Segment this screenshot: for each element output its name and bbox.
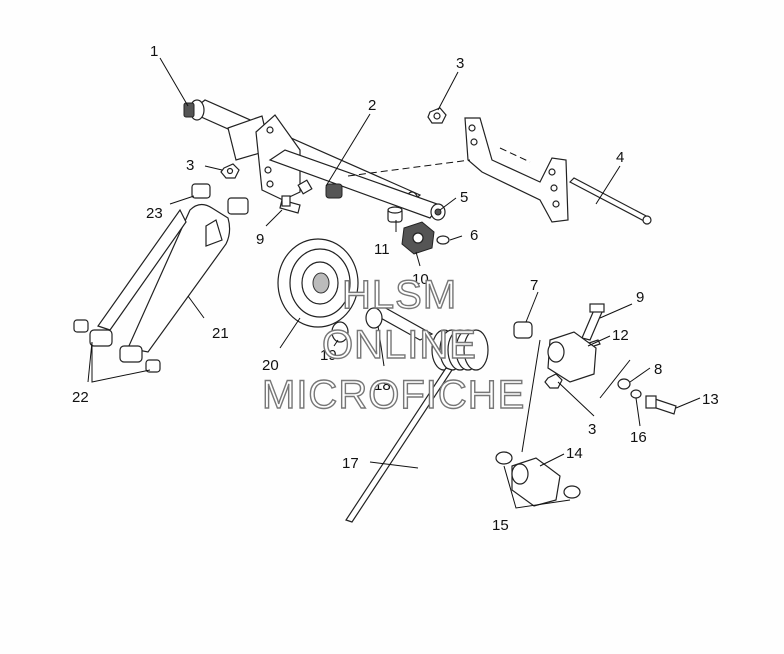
nut-part-3-top (427, 107, 447, 124)
spring-part-17 (345, 329, 489, 523)
callout-6: 6 (470, 227, 478, 244)
callout-1: 1 (150, 43, 158, 60)
bolt-part-9-left (279, 195, 301, 214)
pivot-block-part-14 (511, 457, 561, 507)
callout-4: 4 (616, 149, 624, 166)
callout-7: 7 (530, 277, 538, 294)
callout-12: 12 (612, 327, 629, 344)
callout-15: 15 (492, 517, 509, 534)
callout-10: 10 (412, 271, 429, 288)
nut-part-3-left (220, 163, 240, 179)
callout-14: 14 (566, 445, 583, 462)
block-part-10 (401, 221, 435, 255)
callout-9-left: 9 (256, 231, 264, 248)
callout-13: 13 (702, 391, 719, 408)
callout-16: 16 (630, 429, 647, 446)
callout-20: 20 (262, 357, 279, 374)
leader-lines (87, 57, 701, 509)
callout-3-top: 3 (456, 55, 464, 72)
watermark-line-1: HLSM (342, 273, 457, 317)
callout-18: 18 (374, 377, 391, 394)
callout-17: 17 (342, 455, 359, 472)
bolt-part-13 (645, 395, 677, 415)
bushing-part-22 (73, 319, 161, 373)
callout-21: 21 (212, 325, 229, 342)
wheel-part-20 (277, 238, 359, 328)
bracket-part-4 (464, 117, 569, 223)
callout-23: 23 (146, 205, 163, 222)
rod-part-4 (568, 177, 652, 225)
callout-3-right: 3 (588, 421, 596, 438)
nut-part-3-right (544, 373, 563, 389)
callout-22: 22 (72, 389, 89, 406)
sleeve-part-18 (365, 305, 434, 341)
watermark-line-2: ONLINE (322, 323, 477, 367)
bushing-part-15 (495, 451, 581, 499)
watermark-line-3: MICROFICHE (262, 373, 525, 417)
pivot-block-right (547, 331, 597, 383)
callout-2: 2 (368, 97, 376, 114)
watermark: HLSM ONLINE MICROFICHE (261, 272, 525, 417)
callout-labels: 1 2 3 3 3 4 5 6 7 8 9 9 10 11 12 13 14 1… (72, 43, 719, 534)
washer-part-16 (630, 389, 642, 399)
bushing-part-23 (191, 183, 249, 215)
callout-5: 5 (460, 189, 468, 206)
callout-19: 19 (320, 347, 337, 364)
bolt-part-9-right (581, 303, 605, 341)
arm-tube-part-5 (268, 149, 446, 221)
callout-11: 11 (374, 241, 390, 258)
ring-part-19 (331, 321, 349, 343)
callout-8: 8 (654, 361, 662, 378)
link-arm-part-21 (97, 203, 231, 353)
nut-part-2 (297, 179, 343, 199)
bushing-part-7 (513, 321, 533, 339)
callout-9-right: 9 (636, 289, 644, 306)
washer-part-8 (617, 378, 631, 390)
callout-3-left: 3 (186, 157, 194, 174)
bushing-part-11 (387, 206, 403, 223)
part-6-clip (436, 235, 450, 245)
